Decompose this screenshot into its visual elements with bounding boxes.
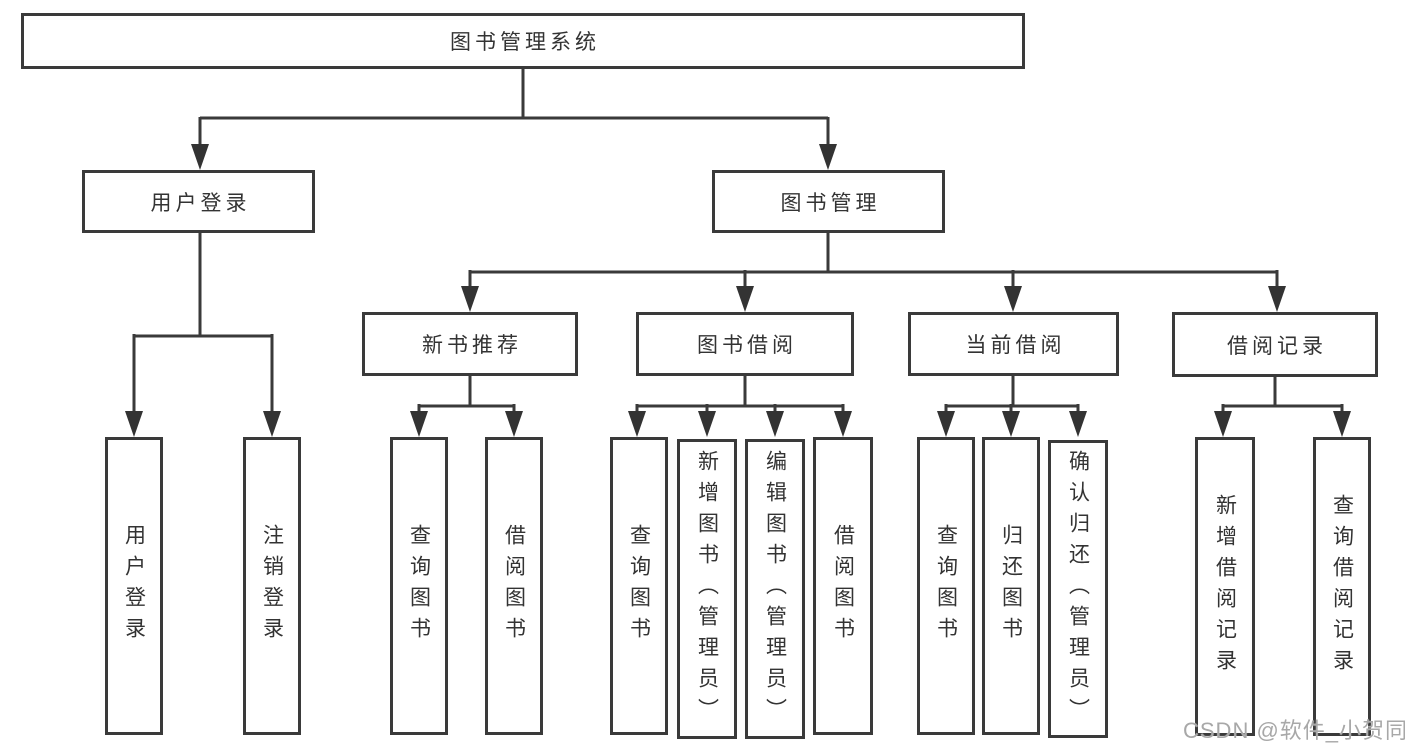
node-user-login: 用户登录 [82,170,315,233]
node-book-management: 图书管理 [712,170,945,233]
leaf-records-query-record-label: 查询借阅记录 [1330,493,1354,680]
leaf-borrowing-borrow-books: 借阅图书 [813,437,873,735]
leaf-borrowing-add-books-admin-label: 新增图书（管理员） [695,449,719,729]
node-book-borrowing: 图书借阅 [636,312,854,376]
leaf-user-login-label: 用户登录 [122,524,146,648]
leaf-records-add-record-label: 新增借阅记录 [1213,493,1237,680]
leaf-borrowing-add-books-admin: 新增图书（管理员） [677,439,737,739]
node-borrowing-records-label: 借阅记录 [1227,334,1327,358]
node-new-book-recommend-label: 新书推荐 [422,334,522,357]
leaf-borrowing-edit-books-admin: 编辑图书（管理员） [745,439,805,739]
leaf-recommend-query-books: 查询图书 [390,437,448,735]
leaf-current-confirm-return-admin-label: 确认归还（管理员） [1066,449,1090,729]
leaf-records-add-record: 新增借阅记录 [1195,437,1255,736]
node-root-system-label: 图书管理系统 [450,31,600,54]
leaf-recommend-borrow-books: 借阅图书 [485,437,543,735]
leaf-recommend-query-books-label: 查询图书 [407,524,431,648]
csdn-watermark: CSDN @软件_小贺同学 [1183,718,1405,743]
leaf-recommend-borrow-books-label: 借阅图书 [502,524,526,648]
node-new-book-recommend: 新书推荐 [362,312,578,376]
node-book-borrowing-label: 图书借阅 [697,334,797,357]
node-borrowing-records: 借阅记录 [1172,312,1378,377]
leaf-current-query-books-label: 查询图书 [934,524,958,648]
leaf-records-query-record: 查询借阅记录 [1313,437,1371,736]
node-current-borrowing-label: 当前借阅 [965,334,1066,357]
leaf-current-query-books: 查询图书 [917,437,975,735]
leaf-current-confirm-return-admin: 确认归还（管理员） [1048,440,1108,738]
node-root-system: 图书管理系统 [21,13,1025,69]
leaf-current-return-books: 归还图书 [982,437,1040,735]
leaf-borrowing-query-books: 查询图书 [610,437,668,735]
leaf-borrowing-edit-books-admin-label: 编辑图书（管理员） [763,449,787,729]
node-current-borrowing: 当前借阅 [908,312,1119,376]
leaf-borrowing-borrow-books-label: 借阅图书 [831,524,855,648]
leaf-logout-label: 注销登录 [260,524,284,648]
leaf-borrowing-query-books-label: 查询图书 [627,524,651,648]
arrowhead-group [125,144,1351,437]
node-user-login-label: 用户登录 [150,191,251,215]
leaf-logout: 注销登录 [243,437,301,735]
node-book-management-label: 图书管理 [780,191,881,215]
leaf-current-return-books-label: 归还图书 [999,524,1023,648]
leaf-user-login: 用户登录 [105,437,163,735]
